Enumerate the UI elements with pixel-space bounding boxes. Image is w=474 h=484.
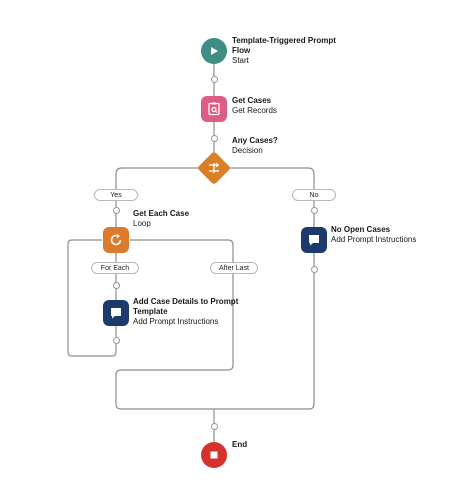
decision-label: Any Cases? Decision bbox=[232, 136, 332, 156]
start-title: Template-Triggered Prompt Flow bbox=[232, 36, 336, 55]
loop-label: Get Each Case Loop bbox=[133, 209, 223, 229]
no-open-cases-title: No Open Cases bbox=[331, 225, 391, 234]
start-node[interactable] bbox=[201, 38, 227, 64]
decision-subtitle: Decision bbox=[232, 146, 263, 155]
connector-dot[interactable] bbox=[211, 135, 218, 142]
no-open-cases-label: No Open Cases Add Prompt Instructions bbox=[331, 225, 441, 245]
chat-bubble-icon bbox=[309, 235, 319, 246]
loop-subtitle: Loop bbox=[133, 219, 151, 228]
get-cases-subtitle: Get Records bbox=[232, 106, 277, 115]
start-subtitle: Start bbox=[232, 56, 249, 65]
loop-icon bbox=[110, 234, 122, 246]
connector-dot[interactable] bbox=[113, 282, 120, 289]
get-cases-node[interactable] bbox=[201, 96, 227, 122]
end-node[interactable] bbox=[201, 442, 227, 468]
connector-dot[interactable] bbox=[211, 76, 218, 83]
get-each-case-loop-node[interactable] bbox=[103, 227, 129, 253]
connector-dot[interactable] bbox=[113, 337, 120, 344]
connector-dot[interactable] bbox=[311, 266, 318, 273]
loop-title: Get Each Case bbox=[133, 209, 190, 218]
connector-dot[interactable] bbox=[113, 207, 120, 214]
get-cases-label: Get Cases Get Records bbox=[232, 96, 332, 116]
decision-icon bbox=[209, 162, 219, 173]
connector-dot[interactable] bbox=[211, 423, 218, 430]
play-icon bbox=[211, 47, 218, 55]
no-open-cases-subtitle: Add Prompt Instructions bbox=[331, 235, 417, 244]
get-cases-title: Get Cases bbox=[232, 96, 272, 105]
add-case-details-label: Add Case Details to Prompt Template Add … bbox=[133, 297, 243, 327]
end-label: End bbox=[232, 440, 292, 450]
add-case-details-subtitle: Add Prompt Instructions bbox=[133, 317, 219, 326]
any-cases-decision-node[interactable] bbox=[197, 151, 231, 185]
start-label: Template-Triggered Prompt Flow Start bbox=[232, 36, 342, 66]
stop-icon bbox=[210, 451, 218, 459]
end-title: End bbox=[232, 440, 248, 449]
connector-dot[interactable] bbox=[311, 207, 318, 214]
after-last-path-label[interactable]: After Last bbox=[210, 262, 258, 274]
for-each-path-label[interactable]: For Each bbox=[91, 262, 139, 274]
yes-branch-label[interactable]: Yes bbox=[94, 189, 138, 201]
no-branch-label[interactable]: No bbox=[292, 189, 336, 201]
add-case-details-node[interactable] bbox=[103, 300, 129, 326]
decision-title: Any Cases? bbox=[232, 136, 278, 145]
no-open-cases-node[interactable] bbox=[301, 227, 327, 253]
chat-bubble-icon bbox=[111, 308, 121, 319]
record-search-icon bbox=[208, 102, 220, 116]
add-case-details-title: Add Case Details to Prompt Template bbox=[133, 297, 239, 316]
